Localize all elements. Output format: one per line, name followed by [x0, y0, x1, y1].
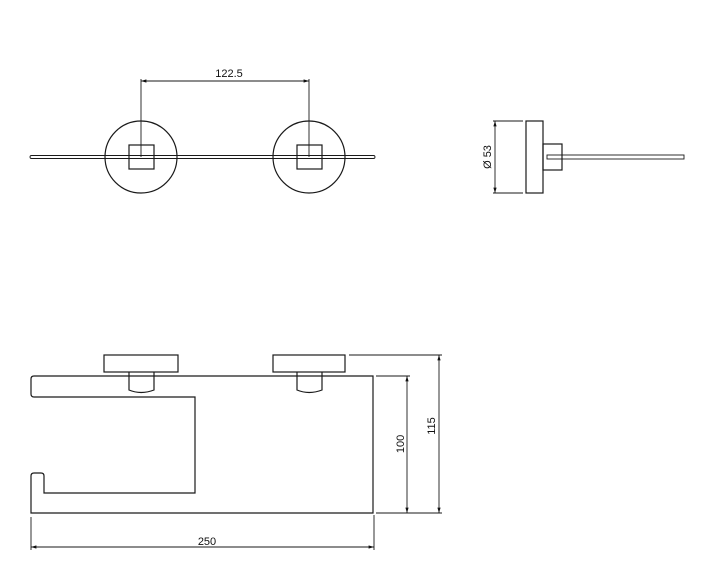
shelf-rod: [29, 155, 376, 159]
dimension-width-label: 250: [198, 536, 216, 548]
top-view: 100 115 250: [30, 354, 442, 550]
front-view: 122.5: [29, 68, 376, 194]
holder-body: [30, 375, 374, 514]
dimension-depth-label: 100: [395, 435, 407, 453]
bracket: [542, 143, 563, 171]
dimension-diameter-label: Ø 53: [482, 145, 494, 169]
wall-flange: [525, 120, 544, 194]
bracket-left: [128, 144, 155, 170]
post-left: [128, 372, 155, 394]
bracket-right: [296, 144, 323, 170]
wall-flange-left: [103, 354, 179, 373]
shelf-rod: [546, 154, 685, 160]
side-view: Ø 53: [482, 120, 685, 194]
dimension-spacing-label: 122.5: [215, 68, 243, 80]
post-right: [296, 372, 323, 394]
dimension-overall-depth-label: 115: [426, 417, 438, 435]
wall-flange-right: [272, 354, 346, 373]
